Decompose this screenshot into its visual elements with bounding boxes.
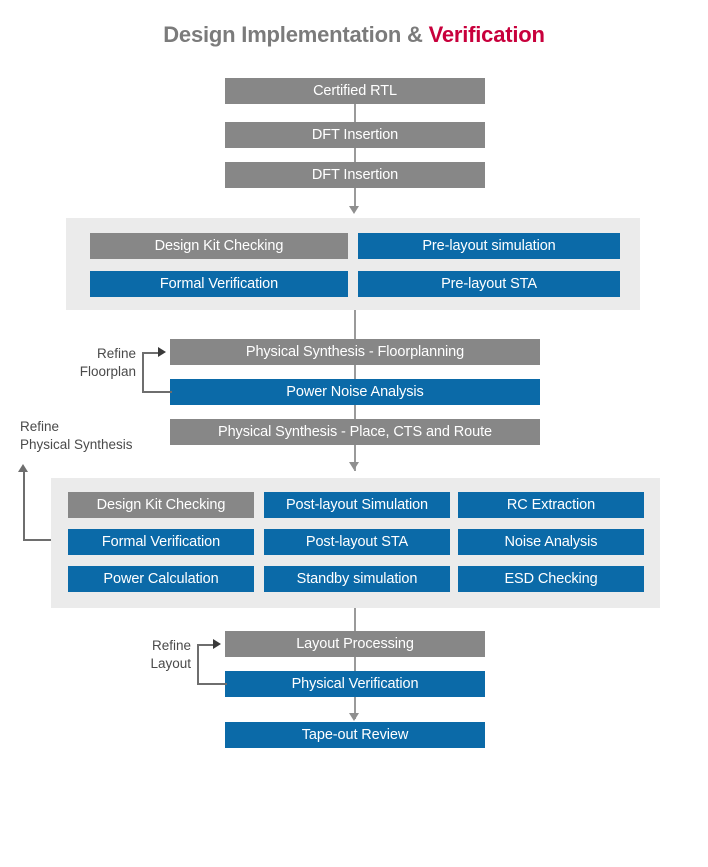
loop-floorplan-vertical-line: [142, 352, 144, 392]
loop-physical-synthesis-bottom-line: [23, 539, 68, 541]
loop-layout-top-line: [197, 644, 215, 646]
step-dft-insertion-1[interactable]: DFT Insertion: [225, 122, 485, 148]
arrow-up-icon: [18, 464, 28, 472]
step-dft-insertion-2[interactable]: DFT Insertion: [225, 162, 485, 188]
prelayout-sta[interactable]: Pre-layout STA: [358, 271, 620, 297]
arrow-down-icon: [349, 462, 359, 470]
prelayout-design-kit-checking[interactable]: Design Kit Checking: [90, 233, 348, 259]
loop-layout-bottom-line: [197, 683, 227, 685]
page-title-accent: Verification: [428, 22, 545, 47]
connector-physical-verification-to-tapeout: [354, 697, 356, 719]
step-label: Pre-layout simulation: [422, 237, 556, 254]
arrow-down-icon: [349, 206, 359, 214]
arrow-right-icon: [213, 639, 221, 649]
connector-synthesis-to-postlayout: [354, 445, 356, 471]
step-tape-out-review[interactable]: Tape-out Review: [225, 722, 485, 748]
refine-layout-label: Refine Layout: [150, 638, 191, 671]
step-label: Power Calculation: [103, 570, 219, 587]
postlayout-rc-extraction[interactable]: RC Extraction: [458, 492, 644, 518]
step-label: Post-layout STA: [305, 533, 409, 550]
step-label: DFT Insertion: [311, 126, 399, 143]
connector-rtl-to-dft1: [354, 104, 356, 122]
step-label: Layout Processing: [296, 635, 414, 652]
step-label: RC Extraction: [506, 496, 596, 513]
prelayout-formal-verification[interactable]: Formal Verification: [90, 271, 348, 297]
step-label: Post-layout Simulation: [285, 496, 429, 513]
connector-postlayout-to-layout: [354, 608, 356, 634]
step-label: Tape-out Review: [301, 726, 409, 743]
step-certified-rtl[interactable]: Certified RTL: [225, 78, 485, 104]
step-label: DFT Insertion: [311, 166, 399, 183]
step-label: Design Kit Checking: [154, 237, 284, 254]
step-label: Noise Analysis: [504, 533, 598, 550]
loop-physical-synthesis-vertical-line: [23, 472, 25, 540]
step-label: Physical Verification: [291, 675, 419, 692]
arrow-down-icon: [349, 713, 359, 721]
connector-dft2-to-prelayout: [354, 188, 356, 210]
page-title: Design Implementation & Verification: [0, 22, 708, 48]
arrow-right-icon: [158, 347, 166, 357]
prelayout-simulation[interactable]: Pre-layout simulation: [358, 233, 620, 259]
postlayout-simulation[interactable]: Post-layout Simulation: [264, 492, 450, 518]
postlayout-noise-analysis[interactable]: Noise Analysis: [458, 529, 644, 555]
postlayout-formal-verification[interactable]: Formal Verification: [68, 529, 254, 555]
postlayout-sta[interactable]: Post-layout STA: [264, 529, 450, 555]
step-label: Physical Synthesis - Floorplanning: [245, 343, 465, 360]
step-power-noise-analysis[interactable]: Power Noise Analysis: [170, 379, 540, 405]
step-label: Formal Verification: [159, 275, 279, 292]
loop-layout-vertical-line: [197, 644, 199, 685]
postlayout-design-kit-checking[interactable]: Design Kit Checking: [68, 492, 254, 518]
refine-floorplan-label: Refine Floorplan: [79, 346, 136, 379]
step-label: Standby simulation: [296, 570, 418, 587]
step-label: Formal Verification: [101, 533, 221, 550]
step-physical-synthesis-floorplanning[interactable]: Physical Synthesis - Floorplanning: [170, 339, 540, 365]
connector-power-noise-to-place: [354, 405, 356, 419]
postlayout-standby-simulation[interactable]: Standby simulation: [264, 566, 450, 592]
connector-layout-to-physical-verification: [354, 657, 356, 671]
step-physical-synthesis-place-cts-route[interactable]: Physical Synthesis - Place, CTS and Rout…: [170, 419, 540, 445]
page-title-primary: Design Implementation &: [163, 22, 429, 47]
connector-floorplanning-to-power-noise: [354, 365, 356, 379]
step-label: Pre-layout STA: [441, 275, 537, 292]
step-label: Certified RTL: [313, 82, 397, 99]
step-physical-verification[interactable]: Physical Verification: [225, 671, 485, 697]
postlayout-power-calculation[interactable]: Power Calculation: [68, 566, 254, 592]
connector-dft1-to-dft2: [354, 148, 356, 162]
loop-floorplan-bottom-line: [142, 391, 172, 393]
step-layout-processing[interactable]: Layout Processing: [225, 631, 485, 657]
connector-prelayout-to-synthesis: [354, 310, 356, 342]
loop-floorplan-top-line: [142, 352, 160, 354]
refine-physical-synthesis-label: Refine Physical Synthesis: [20, 419, 133, 452]
postlayout-esd-checking[interactable]: ESD Checking: [458, 566, 644, 592]
step-label: ESD Checking: [504, 570, 598, 587]
step-label: Physical Synthesis - Place, CTS and Rout…: [218, 423, 492, 440]
step-label: Power Noise Analysis: [286, 383, 424, 400]
step-label: Design Kit Checking: [96, 496, 226, 513]
